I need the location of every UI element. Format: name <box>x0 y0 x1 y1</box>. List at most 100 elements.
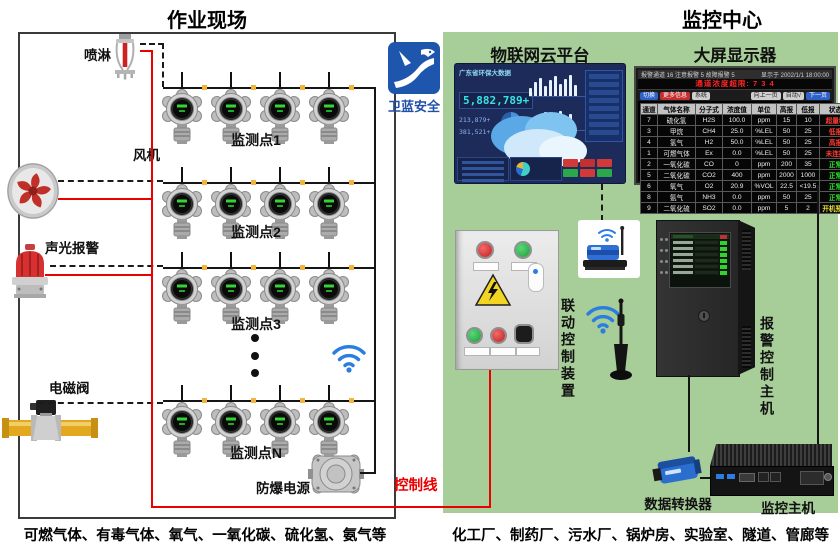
gas-detector-icon <box>258 401 302 464</box>
dashboard-side-table <box>585 70 623 142</box>
linkage-cabinet-label: 联动控制装置 <box>560 298 576 400</box>
wire-host-converter <box>688 375 690 452</box>
wire-detector-row <box>163 267 375 269</box>
control-wire-red <box>151 506 491 508</box>
junction-dot <box>251 85 256 90</box>
cabinet-red-button-2[interactable] <box>492 329 505 342</box>
junction-dot <box>202 85 207 90</box>
monitor-pc-heatsink <box>710 444 832 466</box>
detector-antenna <box>279 252 281 267</box>
dashed-wire <box>50 265 163 267</box>
junction-dot <box>300 265 305 270</box>
display-button[interactable]: 向上一页 <box>750 91 781 100</box>
sound-light-alarm-icon <box>8 244 52 307</box>
detector-antenna <box>230 167 232 182</box>
junction-dot <box>251 265 256 270</box>
gas-detector-icon <box>209 401 253 464</box>
cabinet-label-plate <box>473 262 499 271</box>
site-caption: 可燃气体、有毒气体、氧气、一氧化碳、硫化氢、氨气等 <box>23 528 387 544</box>
ellipsis-dot <box>251 369 259 377</box>
junction-dot <box>349 85 354 90</box>
display-button[interactable]: 系统 <box>692 91 711 100</box>
junction-dot <box>300 398 305 403</box>
junction-dot <box>251 180 256 185</box>
wire-detector-row <box>163 87 375 89</box>
gas-detector-icon <box>307 268 351 331</box>
center-caption: 化工厂、制药厂、污水厂、锅炉房、实验室、隧道、管廊等 <box>452 528 829 544</box>
solenoid-valve-icon <box>2 400 98 453</box>
host-led <box>665 238 668 241</box>
cabinet-red-button[interactable] <box>478 243 492 257</box>
dashboard-metric-3: 381,521+ <box>459 128 491 136</box>
explosion-proof-power-label: 防爆电源 <box>256 481 310 496</box>
host-led <box>665 260 668 263</box>
wire-display-pc <box>817 185 819 446</box>
gas-detector-icon <box>307 88 351 151</box>
sprinkler-label: 喷淋 <box>84 48 111 63</box>
display-button[interactable]: 自动√ <box>782 91 804 100</box>
gas-detector-icon <box>307 401 351 464</box>
fan-label: 风机 <box>133 148 160 163</box>
junction-dot <box>251 398 256 403</box>
cloud-dashboard: 广东省环保大数据 5,882,789+ 213,879+ 381,521+ <box>455 64 625 183</box>
monitor-point-label: 监测点3 <box>231 316 281 332</box>
wire-detector-row <box>163 182 375 184</box>
detector-antenna <box>279 385 281 400</box>
display-button[interactable]: 下一页 <box>805 91 830 100</box>
junction-dot <box>300 180 305 185</box>
detector-antenna <box>328 167 330 182</box>
dashed-wire <box>162 43 164 87</box>
gas-readings-table: 通道气体名称分子式浓度值单位高报低报状态7硫化氢H2S100.0ppm1510超… <box>640 103 840 214</box>
power-button[interactable] <box>824 473 832 481</box>
detector-antenna <box>279 72 281 87</box>
wire-converter-pc <box>700 477 713 479</box>
display-button[interactable]: 切换 <box>640 91 659 100</box>
control-line-label: 控制线 <box>394 478 438 494</box>
monitor-pc-label: 监控主机 <box>761 501 815 516</box>
gas-detector-icon <box>160 183 204 246</box>
monitor-point-label: 监测点1 <box>231 132 281 148</box>
junction-dot <box>349 265 354 270</box>
ellipsis-dot <box>251 352 259 360</box>
detector-antenna <box>328 385 330 400</box>
dashboard-bottom-chart <box>510 157 562 181</box>
wifi-icon <box>330 341 368 378</box>
wire-power-link <box>360 472 376 474</box>
display-alert-banner: 通道浓度超限: 7 3 4 <box>638 79 832 90</box>
dashboard-bar-chart-top <box>529 72 585 97</box>
detector-antenna <box>328 252 330 267</box>
high-voltage-warning-icon <box>474 273 512 312</box>
host-lock-icon[interactable] <box>698 310 710 322</box>
usb-port <box>727 474 735 479</box>
usb-port <box>716 474 724 479</box>
cabinet-knob[interactable] <box>516 326 532 342</box>
sound-light-alarm-label: 声光报警 <box>45 241 99 256</box>
sprinkler-icon <box>110 34 140 89</box>
cabinet-switch[interactable] <box>528 263 544 292</box>
host-led <box>660 238 663 241</box>
big-display-screen: 报警通道 16 注意报警 5 故障报警 5 显示于 2002/1/1 18:00… <box>638 70 840 214</box>
gas-detector-icon <box>160 268 204 331</box>
host-led <box>665 271 668 274</box>
detector-antenna <box>181 252 183 267</box>
display-button[interactable]: 更多信息 <box>660 91 691 100</box>
junction-dot <box>202 398 207 403</box>
dashboard-main-metric: 5,882,789+ <box>459 92 534 109</box>
table-row: 2一氧化碳CO0ppm20035正常 <box>640 158 840 170</box>
center-title: 监控中心 <box>682 10 762 32</box>
cabinet-label-plate <box>516 347 540 356</box>
control-wire-red <box>489 368 491 508</box>
cabinet-green-button-2[interactable] <box>468 329 481 342</box>
gas-detector-icon <box>258 88 302 151</box>
gas-detector-icon <box>160 401 204 464</box>
control-wire-red <box>151 50 153 508</box>
dashboard-bottom-table <box>457 157 509 182</box>
cabinet-green-button[interactable] <box>516 243 530 257</box>
table-row: 5二氧化碳CO2400ppm20001000正常 <box>640 169 840 181</box>
control-wire-red <box>140 50 153 52</box>
wire-detector-row <box>163 400 375 402</box>
gas-detector-icon <box>258 183 302 246</box>
